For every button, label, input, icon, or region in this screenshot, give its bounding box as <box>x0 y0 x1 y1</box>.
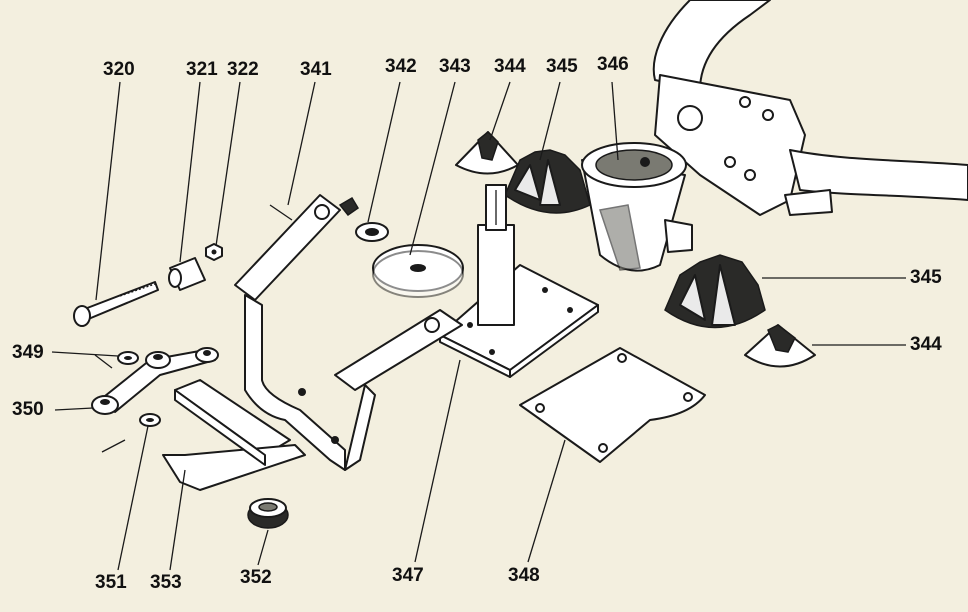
frame-arm <box>652 0 968 216</box>
lever-arm-350 <box>91 347 219 415</box>
cone-344-top <box>455 130 519 175</box>
callout-345-top: 345 <box>546 56 578 77</box>
nut-322 <box>205 243 223 261</box>
washer-342 <box>355 222 389 242</box>
callout-322: 322 <box>227 59 259 80</box>
callout-346: 346 <box>597 54 629 75</box>
cone-344-right <box>744 324 816 368</box>
bolt-320 <box>73 281 159 327</box>
cone-345-right <box>664 254 766 329</box>
callout-350: 350 <box>12 399 44 420</box>
callout-351: 351 <box>95 572 127 593</box>
callout-353: 353 <box>150 572 182 593</box>
cap-352 <box>247 498 289 529</box>
callout-345-right: 345 <box>910 267 942 288</box>
leader-lines <box>51 81 906 571</box>
bracket-frame <box>234 194 463 471</box>
callout-343: 343 <box>439 56 471 77</box>
callout-342: 342 <box>385 56 417 77</box>
connector-321 <box>168 257 206 291</box>
callout-321: 321 <box>186 59 218 80</box>
cone-345-top <box>504 149 591 214</box>
bracket-clip-353 <box>162 379 306 491</box>
callout-348: 348 <box>508 565 540 586</box>
plate-347 <box>439 184 599 378</box>
callout-320: 320 <box>103 59 135 80</box>
gasket-348 <box>519 347 706 463</box>
callout-347: 347 <box>392 565 424 586</box>
callout-344-right: 344 <box>910 334 942 355</box>
washer-349 <box>117 351 161 427</box>
washer-343 <box>372 244 464 298</box>
callout-341: 341 <box>300 59 332 80</box>
callout-349: 349 <box>12 342 44 363</box>
callout-344-top: 344 <box>494 56 526 77</box>
callout-352: 352 <box>240 567 272 588</box>
housing-part <box>581 142 693 272</box>
pins <box>94 204 293 453</box>
